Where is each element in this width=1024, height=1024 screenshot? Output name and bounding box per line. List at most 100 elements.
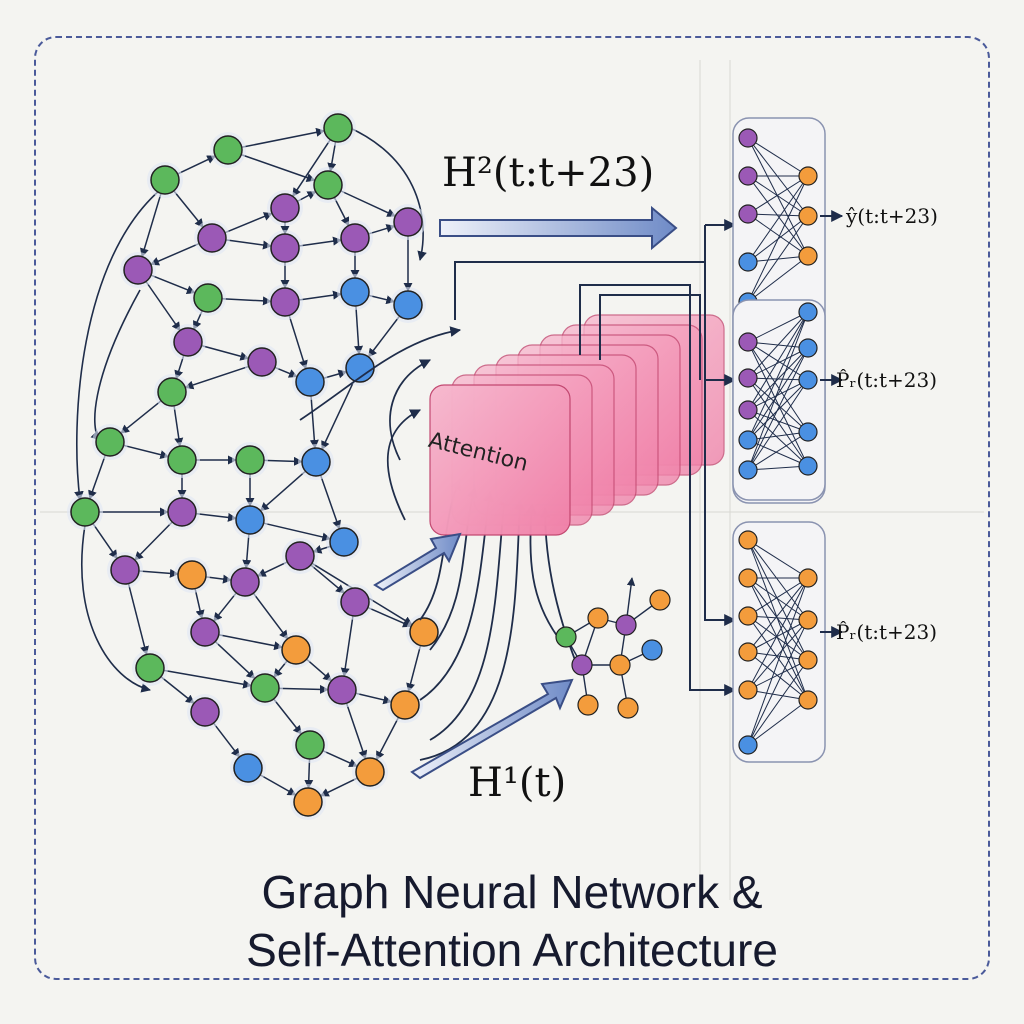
net-edge bbox=[747, 615, 809, 661]
graph-node bbox=[323, 113, 353, 143]
graph-node bbox=[409, 617, 439, 647]
net-output-node bbox=[798, 690, 818, 710]
dashed-frame bbox=[34, 36, 990, 980]
graph-edge bbox=[224, 212, 273, 234]
graph-node bbox=[281, 635, 311, 665]
net-edge bbox=[747, 137, 809, 177]
graph-edge bbox=[174, 355, 185, 380]
net-edge bbox=[747, 347, 809, 379]
graph-edge bbox=[212, 722, 241, 758]
graph-edge bbox=[292, 139, 331, 198]
graph-edge bbox=[127, 583, 149, 656]
net-input-node bbox=[738, 680, 758, 700]
small-graph bbox=[555, 577, 671, 719]
net-output-node bbox=[798, 610, 818, 630]
graph-edge bbox=[306, 658, 333, 682]
net-output-node bbox=[798, 246, 818, 266]
net-edge bbox=[747, 577, 809, 653]
net-output-node bbox=[798, 370, 818, 390]
graph-node bbox=[70, 497, 100, 527]
h2-label: H²(t:t+23) bbox=[442, 150, 655, 196]
net-edge bbox=[747, 255, 809, 303]
graph-edge bbox=[123, 444, 170, 460]
net-input-node bbox=[738, 252, 758, 272]
graph-edge bbox=[298, 290, 343, 301]
net-input-node bbox=[738, 400, 758, 420]
net-edge bbox=[747, 379, 809, 471]
graph-edge bbox=[92, 523, 118, 560]
graph-node bbox=[293, 787, 323, 817]
graph-node bbox=[340, 587, 370, 617]
net-input-node bbox=[738, 568, 758, 588]
graph-node bbox=[235, 505, 265, 535]
net-edge bbox=[747, 377, 809, 433]
graph-node bbox=[270, 287, 300, 317]
graph-edge bbox=[138, 568, 179, 578]
net-edge bbox=[747, 619, 809, 746]
net-edge bbox=[747, 215, 809, 303]
net-edge bbox=[747, 651, 809, 701]
graph-edge bbox=[304, 758, 314, 789]
net-edge bbox=[747, 175, 809, 215]
graph-edge bbox=[355, 692, 393, 705]
graph-node bbox=[393, 207, 423, 237]
graph-edge bbox=[201, 344, 250, 361]
net-edge bbox=[747, 311, 809, 379]
graph-edge bbox=[367, 315, 401, 358]
graph-edge bbox=[319, 777, 358, 797]
net-edge bbox=[747, 311, 809, 471]
graph-edge bbox=[309, 395, 319, 449]
graph-node bbox=[150, 165, 180, 195]
outer-curve bbox=[329, 119, 427, 261]
graph-edge bbox=[177, 155, 217, 175]
net-edge bbox=[747, 347, 809, 441]
graph-edge bbox=[273, 698, 302, 735]
output-networks bbox=[732, 117, 844, 763]
graph-node bbox=[157, 377, 187, 407]
graph-node bbox=[110, 555, 140, 585]
net-edge bbox=[747, 311, 809, 343]
graph-edge bbox=[259, 470, 306, 512]
small-graph-node bbox=[617, 697, 639, 719]
graph-node bbox=[167, 497, 197, 527]
small-graph-node bbox=[577, 694, 599, 716]
graph-edge bbox=[218, 633, 284, 651]
graph-node bbox=[355, 757, 385, 787]
net-edge bbox=[747, 137, 809, 217]
graph-node bbox=[329, 527, 359, 557]
net-output-node bbox=[798, 166, 818, 186]
p-hat-output-label-1: P̂ᵣ(t:t+23) bbox=[836, 368, 938, 392]
graph-edge bbox=[252, 592, 289, 640]
graph-edge bbox=[288, 315, 308, 370]
net-edge bbox=[747, 409, 809, 433]
graph-edge bbox=[340, 190, 397, 217]
net-input-node bbox=[738, 368, 758, 388]
graph-node bbox=[313, 170, 343, 200]
graph-edge bbox=[333, 197, 350, 227]
graph-edge bbox=[134, 521, 173, 561]
net-edge bbox=[747, 689, 809, 701]
net-input-node bbox=[738, 642, 758, 662]
net-input-node bbox=[738, 460, 758, 480]
graph-edge bbox=[240, 153, 316, 182]
net-input-node bbox=[738, 166, 758, 186]
net-output-node bbox=[798, 206, 818, 226]
graph-node bbox=[193, 283, 223, 313]
graph-node bbox=[173, 327, 203, 357]
small-graph-node bbox=[609, 654, 631, 676]
net-input-node bbox=[738, 735, 758, 755]
p-hat-output-label-2: P̂ᵣ(t:t+23) bbox=[836, 620, 938, 644]
net-edge bbox=[747, 175, 809, 263]
graph-node bbox=[340, 223, 370, 253]
graph-edge bbox=[322, 750, 359, 768]
title-line-2: Self-Attention Architecture bbox=[246, 924, 778, 976]
net-edge bbox=[747, 137, 809, 257]
graph-node bbox=[177, 560, 207, 590]
graph-edge bbox=[173, 190, 204, 228]
graph-node bbox=[235, 445, 265, 475]
graph-edges bbox=[74, 119, 427, 797]
graph-edge bbox=[319, 474, 341, 530]
net-edge bbox=[747, 311, 809, 411]
h2-arrow bbox=[439, 205, 678, 251]
